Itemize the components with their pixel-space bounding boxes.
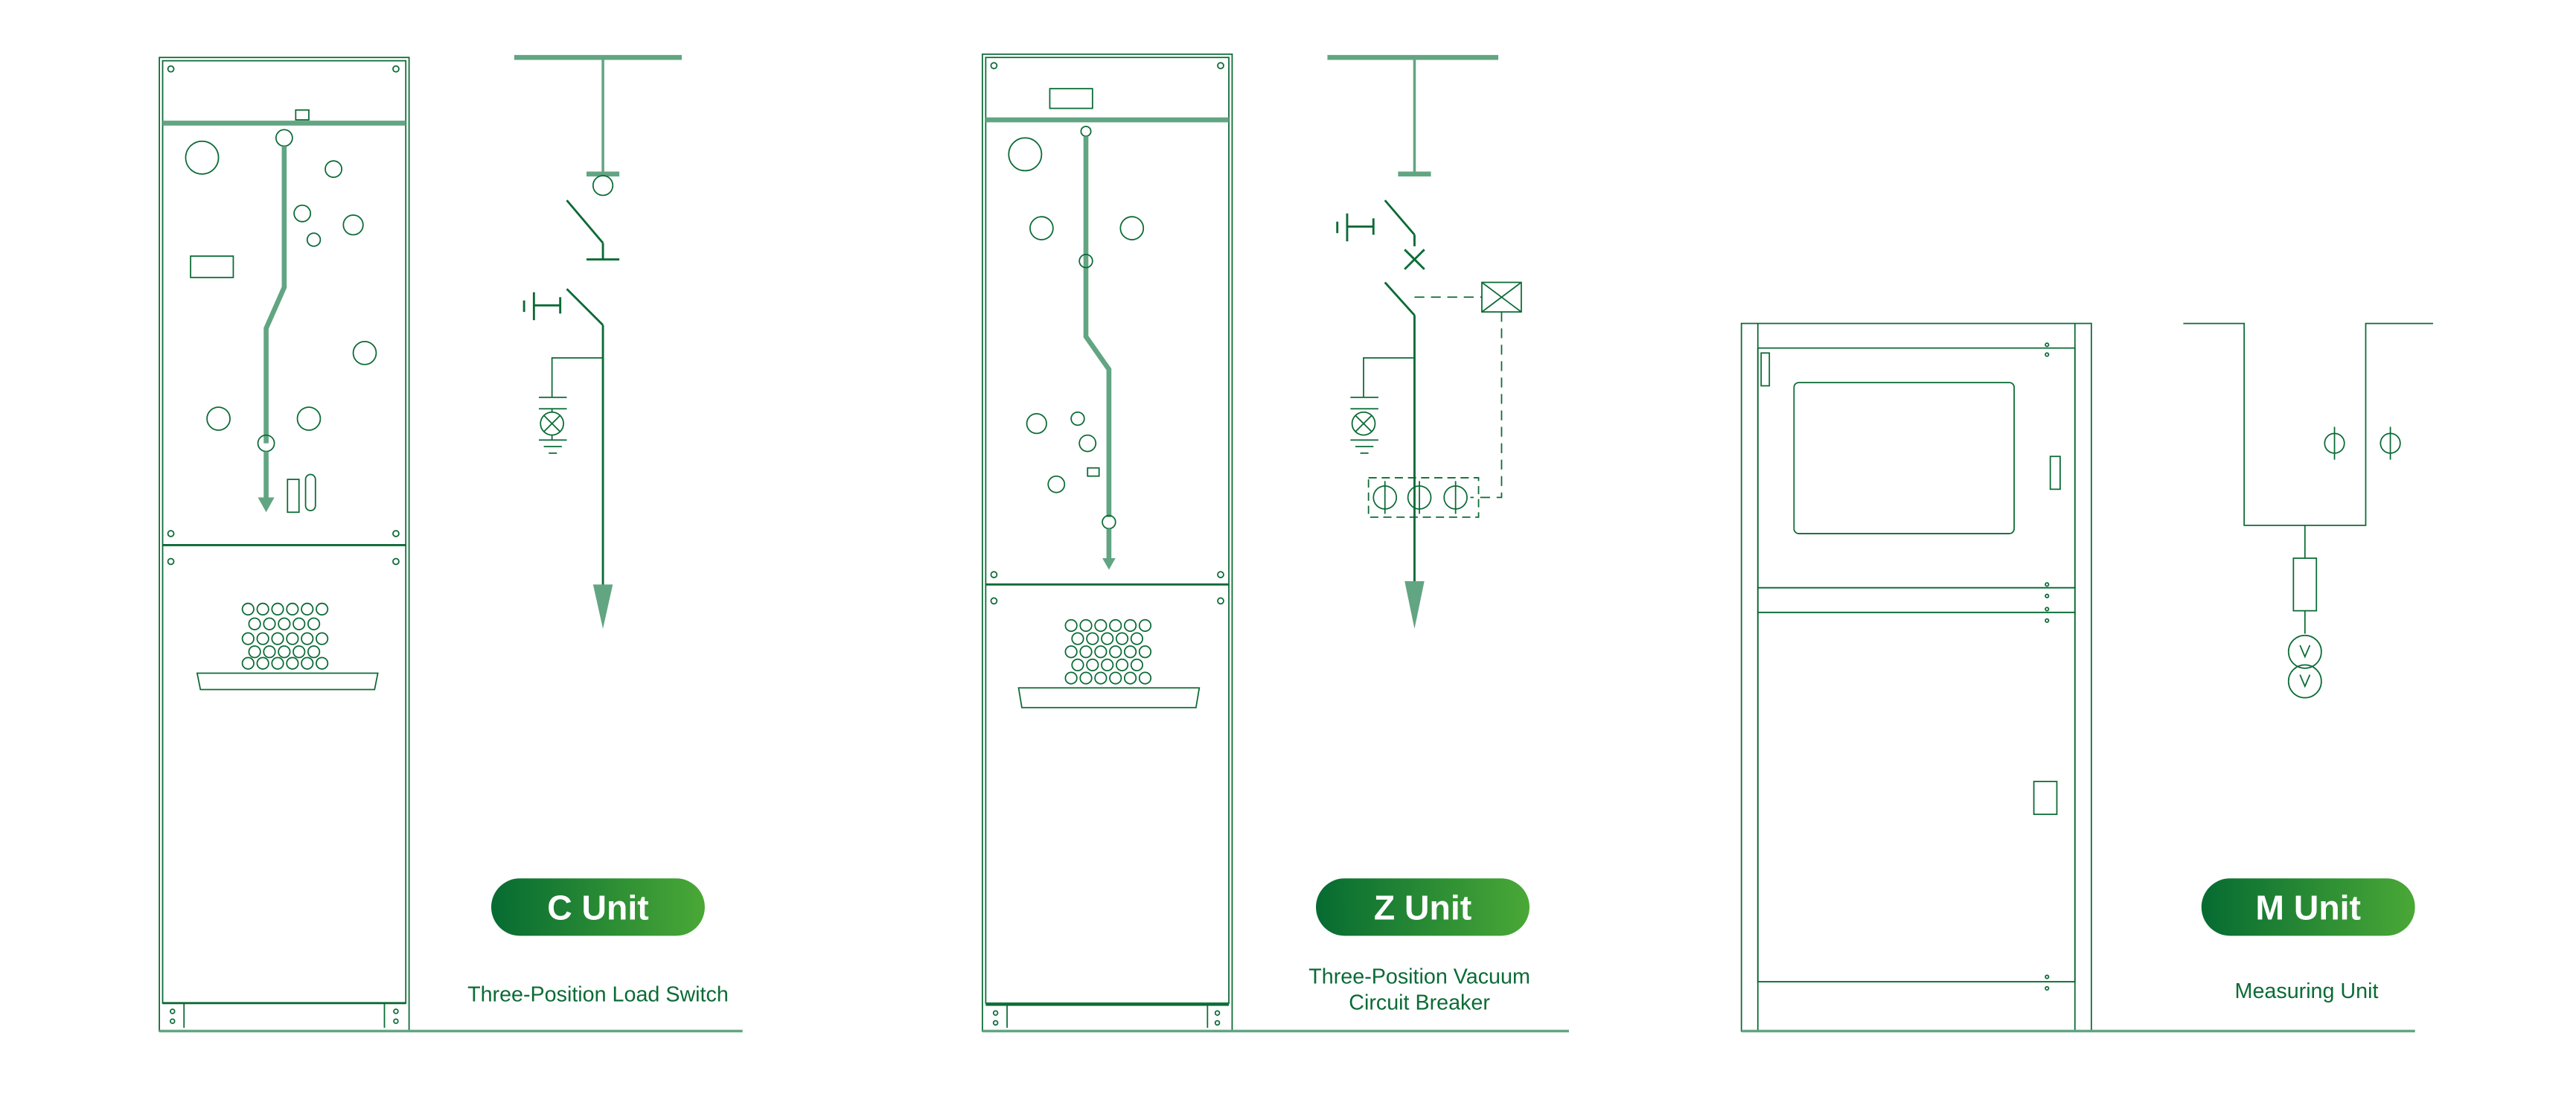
c-unit-badge: C Unit xyxy=(490,878,705,936)
m-unit-cabinet xyxy=(1740,322,2415,1033)
c-unit-cabinet xyxy=(159,57,743,1033)
c-unit-badge-label: C Unit xyxy=(547,888,648,927)
m-unit-single-line-diagram xyxy=(2183,322,2433,699)
z-unit-subtitle-line-2: Circuit Breaker xyxy=(1349,991,1490,1015)
c-ventilation-grille xyxy=(241,602,329,670)
z-door-handle xyxy=(1017,687,1201,709)
c-unit-subtitle: Three-Position Load Switch xyxy=(467,983,729,1007)
z-unit-cabinet xyxy=(982,53,1569,1033)
m-unit-badge-label: M Unit xyxy=(2255,888,2361,927)
z-unit-single-line-diagram xyxy=(1327,54,1522,629)
z-unit-badge: Z Unit xyxy=(1316,878,1530,936)
z-ventilation-grille xyxy=(1064,618,1152,685)
m-unit-subtitle: Measuring Unit xyxy=(2235,979,2379,1003)
c-unit-single-line-diagram xyxy=(514,54,683,629)
z-unit-subtitle-line-1: Three-Position Vacuum xyxy=(1308,965,1530,988)
m-unit-badge: M Unit xyxy=(2201,878,2415,936)
z-unit-badge-label: Z Unit xyxy=(1374,888,1471,927)
c-door-handle xyxy=(196,672,379,691)
